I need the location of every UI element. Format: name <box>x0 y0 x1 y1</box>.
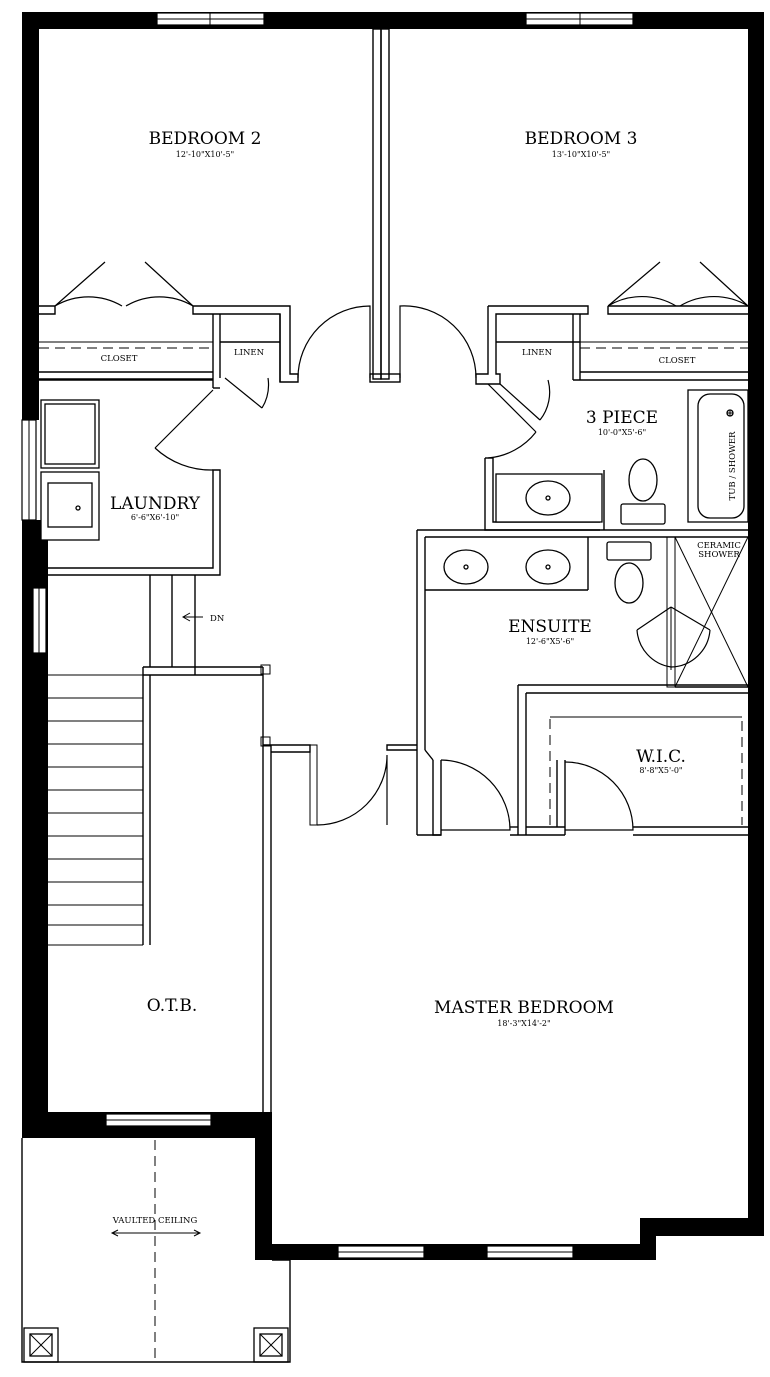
closet-right-label: CLOSET <box>659 356 696 366</box>
wic-name: W.I.C. <box>636 747 686 767</box>
vaulted-ceiling-label: VAULTED CEILING <box>112 1216 198 1226</box>
bedroom3-dims: 13'-10"X10'-5" <box>552 150 611 159</box>
doors <box>54 261 749 831</box>
laundry-name: LAUNDRY <box>110 494 201 514</box>
room-labels: BEDROOM 2 12'-10"X10'-5" BEDROOM 3 13'-1… <box>110 129 686 1028</box>
ensuite-name: ENSUITE <box>508 617 592 637</box>
ceramic-label: CERAMIC <box>697 541 741 551</box>
bedroom3-name: BEDROOM 3 <box>525 129 638 149</box>
exterior-walls <box>22 12 764 1260</box>
bedroom2-dims: 12'-10"X10'-5" <box>176 150 235 159</box>
shower-label: SHOWER <box>698 550 740 560</box>
laundry-dims: 6'-6"X6'-10" <box>131 513 179 522</box>
small-labels: CLOSET CLOSET LINEN LINEN TUB / SHOWER C… <box>101 348 741 1226</box>
master-name: MASTER BEDROOM <box>434 998 614 1018</box>
bedroom2-name: BEDROOM 2 <box>149 129 262 149</box>
windows <box>21 12 634 1259</box>
master-dims: 18'-3"X14'-2" <box>497 1019 550 1028</box>
otb-name: O.T.B. <box>147 996 198 1016</box>
linen-left-label: LINEN <box>234 348 265 358</box>
ensuite-dims: 12'-6"X5'-6" <box>526 637 574 646</box>
interior-walls <box>39 28 764 1112</box>
tub-shower-label: TUB / SHOWER <box>728 431 738 500</box>
fixtures <box>23 389 749 1363</box>
down-label: DN <box>210 614 225 624</box>
wic-dims: 8'-8"X5'-0" <box>639 766 682 775</box>
balcony <box>21 1138 291 1363</box>
linen-right-label: LINEN <box>522 348 553 358</box>
closet-left-label: CLOSET <box>101 354 138 364</box>
three-piece-dims: 10'-0"X5'-6" <box>598 428 646 437</box>
stairs <box>48 612 203 946</box>
three-piece-name: 3 PIECE <box>586 408 658 428</box>
